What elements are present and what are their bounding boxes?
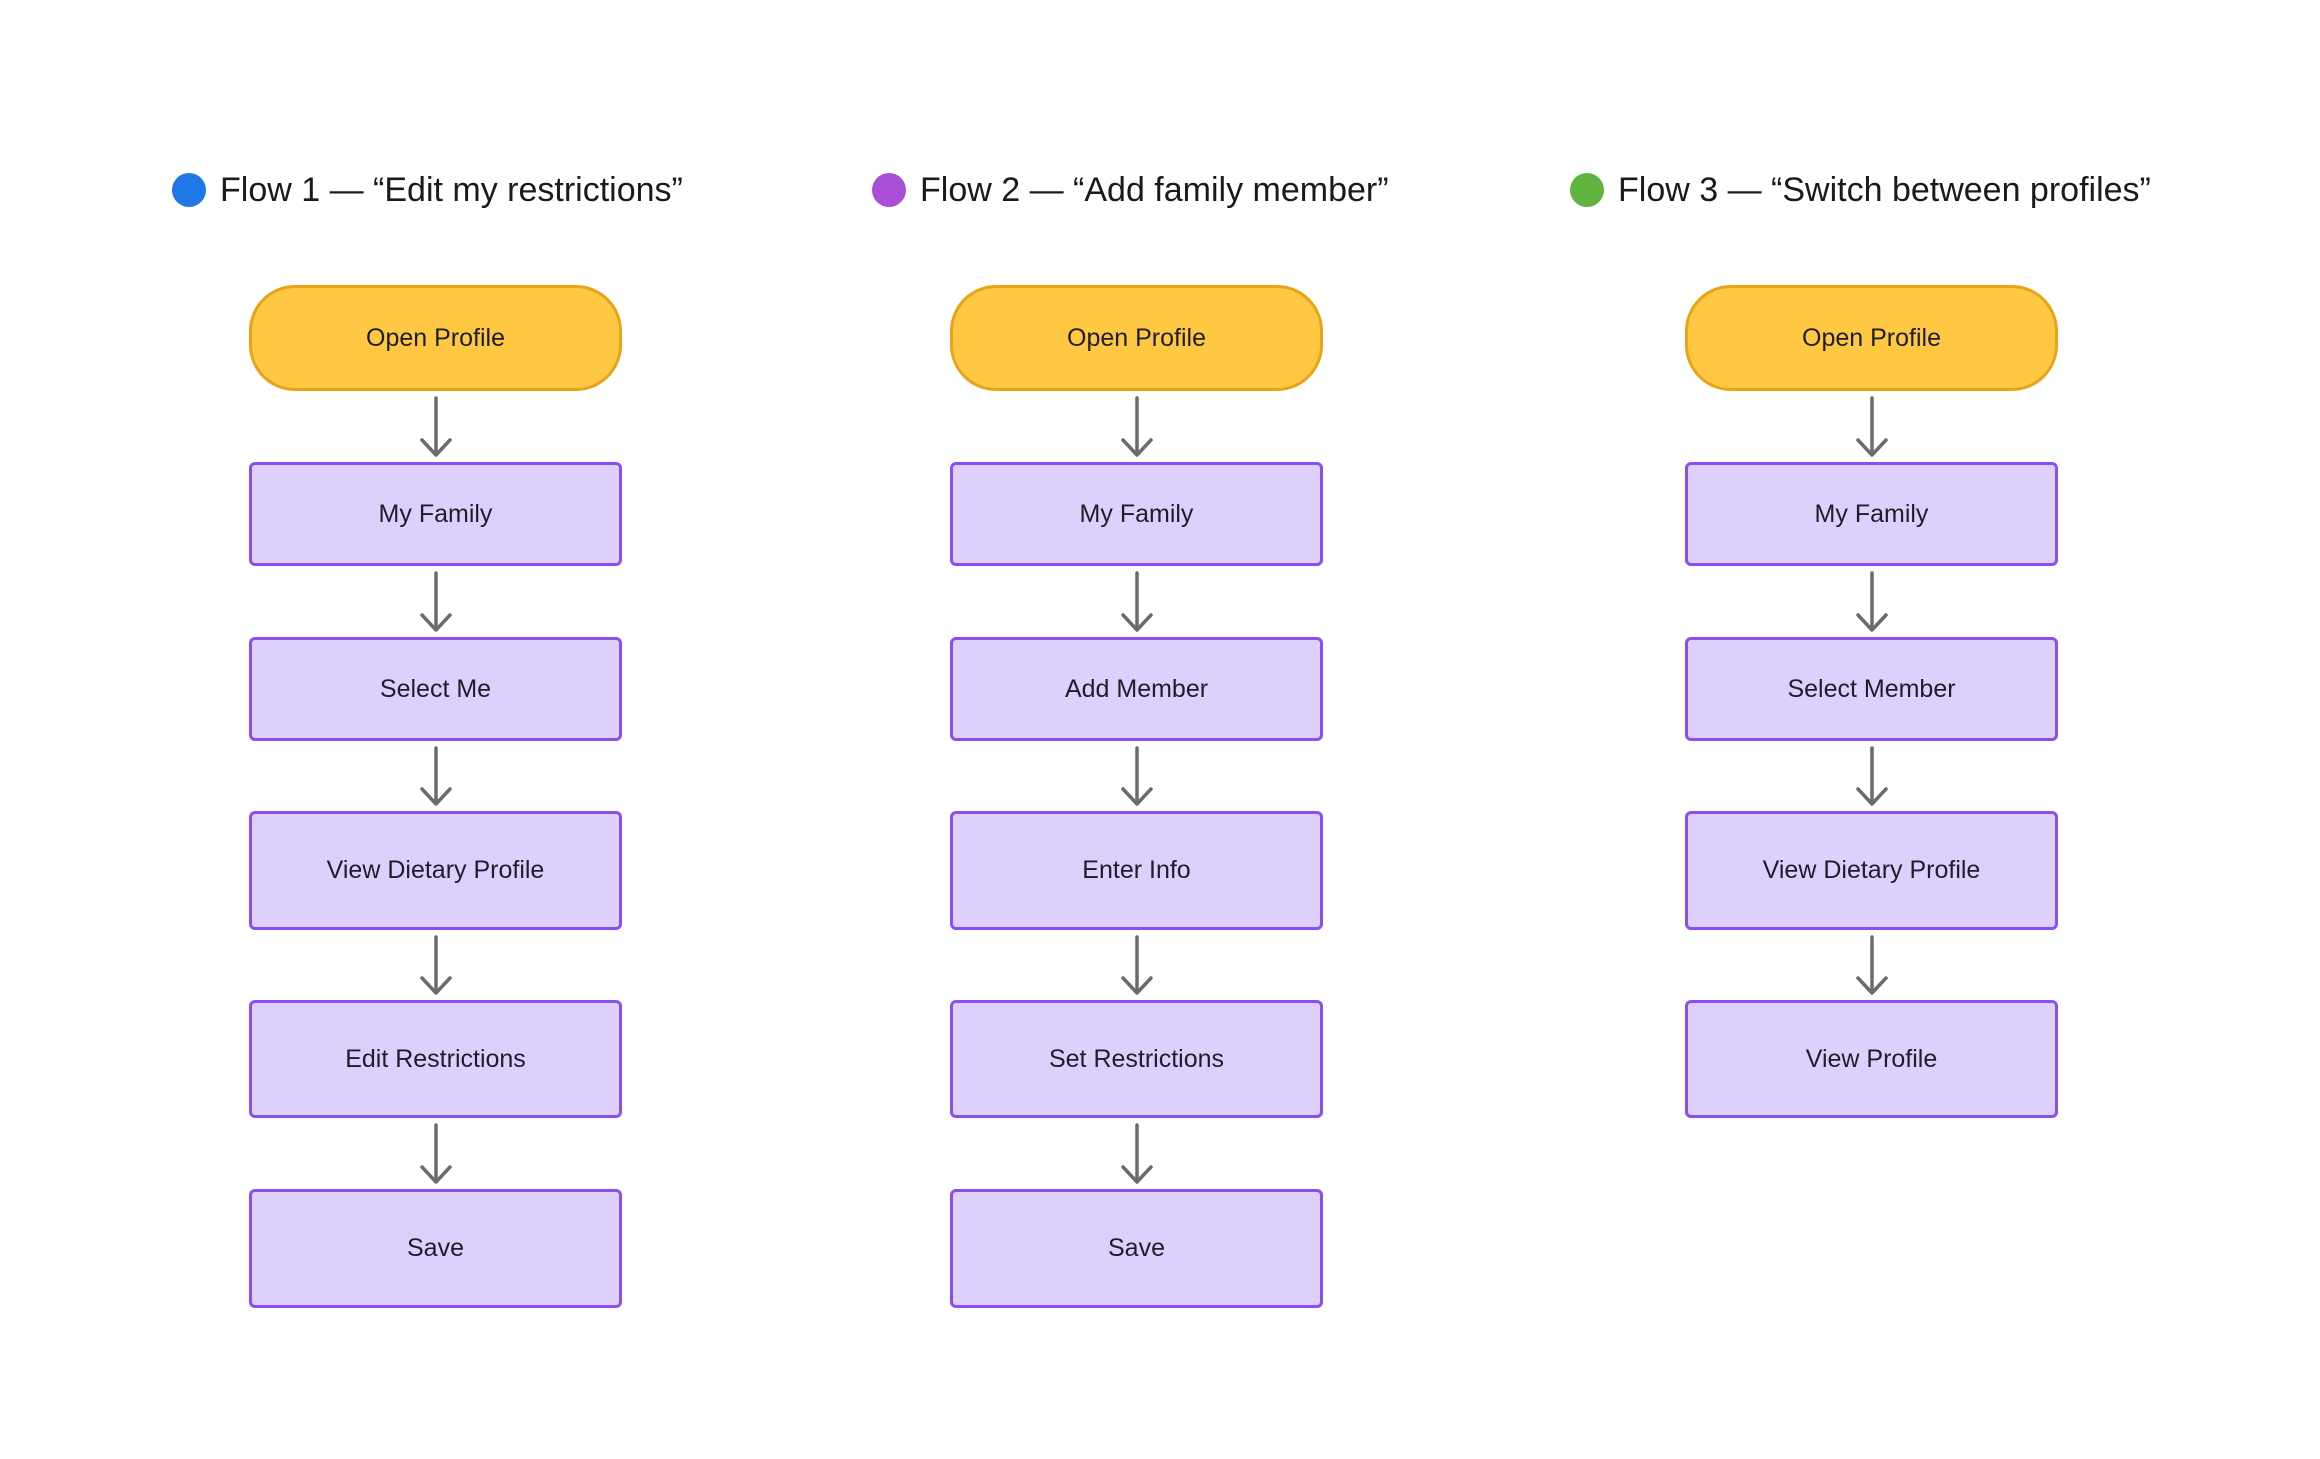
flow-3-step-select-member: Select Member <box>1685 637 2058 741</box>
flow-1-title: Flow 1 — “Edit my restrictions” <box>172 164 683 216</box>
flow-3-step-view-profile: View Profile <box>1685 1000 2058 1118</box>
flow-3-title-text: Flow 3 — “Switch between profiles” <box>1618 170 2151 209</box>
flow-2-step-enter-info: Enter Info <box>950 811 1323 930</box>
blue-circle-icon <box>172 173 206 207</box>
flow-3-step-view-dietary-profile: View Dietary Profile <box>1685 811 2058 930</box>
flow-2-step-save: Save <box>950 1189 1323 1308</box>
flow-2-title: Flow 2 — “Add family member” <box>872 164 1389 216</box>
flow-3-step-open-profile: Open Profile <box>1685 285 2058 391</box>
flow-2-step-my-family: My Family <box>950 462 1323 566</box>
flow-1-step-my-family: My Family <box>249 462 622 566</box>
flow-2-arrow-4 <box>1121 935 1153 995</box>
flow-2-arrow-2 <box>1121 571 1153 632</box>
flow-2-arrow-1 <box>1121 396 1153 457</box>
flow-2-title-text: Flow 2 — “Add family member” <box>920 170 1389 209</box>
flow-2-step-set-restrictions: Set Restrictions <box>950 1000 1323 1118</box>
flow-1-title-text: Flow 1 — “Edit my restrictions” <box>220 170 683 209</box>
flow-1-arrow-4 <box>420 935 452 995</box>
flow-1-arrow-3 <box>420 746 452 806</box>
flow-3-arrow-1 <box>1856 396 1888 457</box>
green-circle-icon <box>1570 173 1604 207</box>
flow-1-step-open-profile: Open Profile <box>249 285 622 391</box>
flow-2-step-open-profile: Open Profile <box>950 285 1323 391</box>
flow-2-step-add-member: Add Member <box>950 637 1323 741</box>
flow-3-title: Flow 3 — “Switch between profiles” <box>1570 164 2151 216</box>
flow-1-arrow-1 <box>420 396 452 457</box>
flow-3-arrow-4 <box>1856 935 1888 995</box>
flow-3-arrow-3 <box>1856 746 1888 806</box>
flow-1-step-edit-restrictions: Edit Restrictions <box>249 1000 622 1118</box>
flow-1-arrow-5 <box>420 1123 452 1184</box>
flow-1-step-select-me: Select Me <box>249 637 622 741</box>
flow-2-arrow-5 <box>1121 1123 1153 1184</box>
flow-2-arrow-3 <box>1121 746 1153 806</box>
flow-1-step-view-dietary-profile: View Dietary Profile <box>249 811 622 930</box>
flow-1-arrow-2 <box>420 571 452 632</box>
flow-1-step-save: Save <box>249 1189 622 1308</box>
flow-3-step-my-family: My Family <box>1685 462 2058 566</box>
flow-3-arrow-2 <box>1856 571 1888 632</box>
purple-circle-icon <box>872 173 906 207</box>
